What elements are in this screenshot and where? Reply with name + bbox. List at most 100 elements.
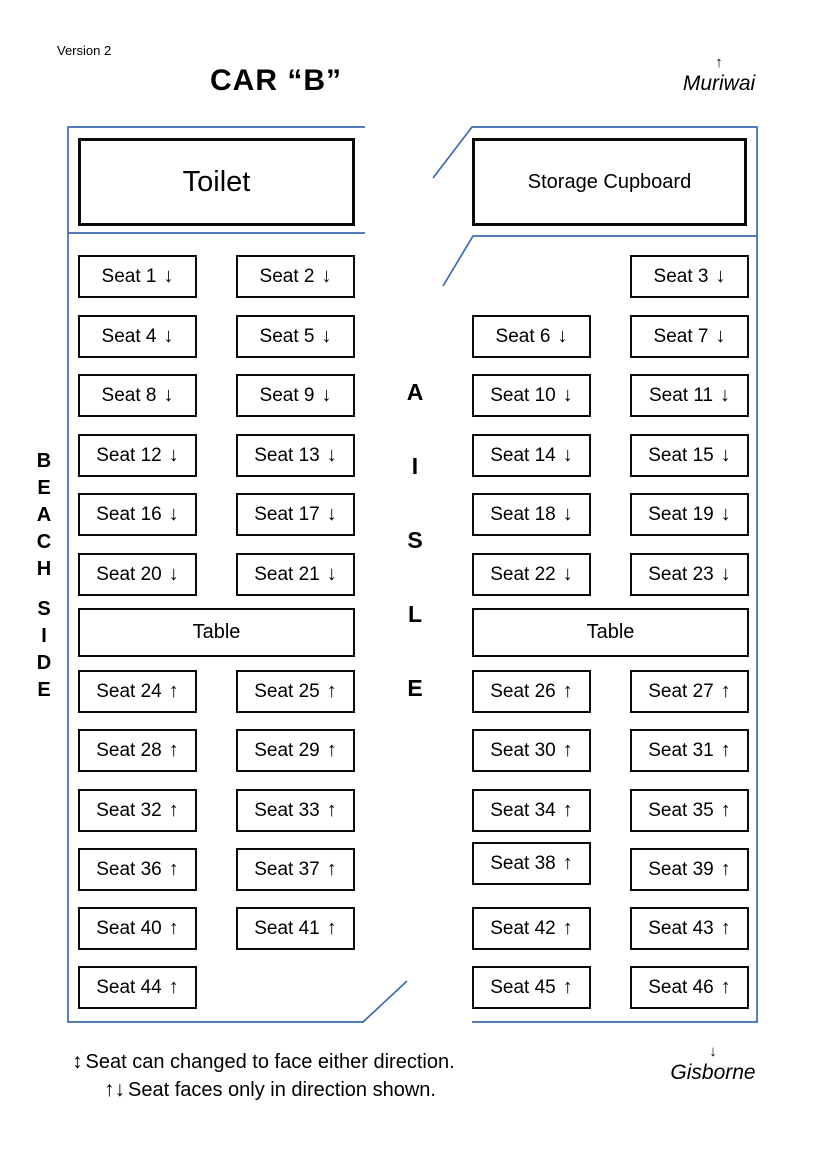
seat-box-32: Seat 32↑: [78, 789, 197, 832]
down-arrow-icon: ↓: [720, 563, 731, 585]
seat-box-3: Seat 3↓: [630, 255, 749, 298]
up-arrow-icon: ↑: [168, 858, 179, 880]
seat-label: Seat 13: [254, 444, 320, 466]
seat-label: Seat 3: [653, 265, 709, 287]
muriwai-label: Muriwai: [682, 71, 756, 95]
table-label: Table: [192, 621, 241, 643]
table-box-right: Table: [472, 608, 749, 657]
up-arrow-icon: ↑: [326, 917, 337, 939]
seat-label: Seat 25: [254, 680, 320, 702]
seat-label: Seat 36: [96, 858, 162, 880]
down-arrow-icon: ↓: [168, 444, 179, 466]
seat-box-25: Seat 25 ↑: [236, 670, 355, 713]
seat-box-26: Seat 26 ↑: [472, 670, 591, 713]
storage-cupboard-label: Storage Cupboard: [527, 170, 692, 193]
seat-label: Seat 31: [648, 739, 714, 761]
seat-label: Seat 38: [490, 852, 556, 874]
seat-box-17: Seat 17 ↓: [236, 493, 355, 536]
seat-box-30: Seat 30↑: [472, 729, 591, 772]
seat-label: Seat 30: [490, 739, 556, 761]
seat-box-13: Seat 13 ↓: [236, 434, 355, 477]
letter: H: [36, 558, 52, 580]
down-arrow-icon: ↓: [168, 563, 179, 585]
seat-box-19: Seat 19↓: [630, 493, 749, 536]
seat-box-4: Seat 4↓: [78, 315, 197, 358]
up-and-down-arrows-icon: ↑↓: [104, 1078, 125, 1101]
down-arrow-icon: ↓: [715, 325, 726, 347]
letter: A: [406, 379, 424, 405]
up-arrow-icon: ↑: [168, 739, 179, 761]
letter: I: [411, 453, 419, 479]
up-arrow-icon: ↑: [720, 739, 731, 761]
up-arrow-icon: ↑: [562, 852, 573, 874]
letter: C: [36, 531, 52, 553]
seat-box-29: Seat 29↑: [236, 729, 355, 772]
seat-box-24: Seat 24↑: [78, 670, 197, 713]
seat-box-41: Seat 41↑: [236, 907, 355, 950]
seat-box-37: Seat 37↑: [236, 848, 355, 891]
seat-box-46: Seat 46↑: [630, 966, 749, 1009]
up-arrow-icon: ↑: [326, 799, 337, 821]
seat-box-18: Seat 18 ↓: [472, 493, 591, 536]
seat-label: Seat 20: [96, 563, 162, 585]
seat-box-38: Seat 38 ↑: [472, 842, 591, 885]
letter: A: [36, 504, 52, 526]
seat-label: Seat 7: [653, 325, 709, 347]
seat-box-6: Seat 6 ↓: [472, 315, 591, 358]
up-arrow-icon: ↑: [168, 799, 179, 821]
seat-label: Seat 46: [648, 976, 714, 998]
toilet-box: Toilet: [78, 138, 355, 226]
up-arrow-icon: ↑: [720, 680, 731, 702]
storage-cupboard-box: Storage Cupboard: [472, 138, 747, 226]
seat-label: Seat 6: [495, 325, 551, 347]
seat-box-2: Seat 2 ↓: [236, 255, 355, 298]
letter: E: [37, 679, 51, 701]
legend-text-1: Seat can changed to face either directio…: [85, 1051, 455, 1073]
down-arrow-icon: ↓: [326, 503, 337, 525]
seat-box-9: Seat 9↓: [236, 374, 355, 417]
seat-label: Seat 17: [254, 503, 320, 525]
seat-label: Seat 18: [490, 503, 556, 525]
seat-label: Seat 43: [648, 917, 714, 939]
seat-box-22: Seat 22↓: [472, 553, 591, 596]
seat-box-35: Seat 35↑: [630, 789, 749, 832]
seat-label: Seat 34: [490, 799, 556, 821]
seat-label: Seat 24: [96, 680, 162, 702]
seat-label: Seat 26: [490, 680, 556, 702]
down-arrow-icon: ↓: [557, 325, 568, 347]
seat-box-1: Seat 1↓: [78, 255, 197, 298]
seat-label: Seat 21: [254, 563, 320, 585]
down-arrow-icon: ↓: [326, 444, 337, 466]
seat-label: Seat 27: [648, 680, 714, 702]
down-arrow-icon: ↓: [720, 384, 731, 406]
up-arrow-icon: ↑: [326, 739, 337, 761]
up-arrow-icon: ↑: [326, 680, 337, 702]
down-arrow-icon: ↓: [562, 503, 573, 525]
seat-label: Seat 19: [648, 503, 714, 525]
seat-box-16: Seat 16↓: [78, 493, 197, 536]
seat-box-39: Seat 39↑: [630, 848, 749, 891]
letter: D: [36, 652, 52, 674]
seat-label: Seat 14: [490, 444, 556, 466]
seat-label: Seat 10: [490, 384, 556, 406]
up-arrow-icon: ↑: [720, 917, 731, 939]
seat-label: Seat 2: [259, 265, 315, 287]
seat-box-20: Seat 20 ↓: [78, 553, 197, 596]
direction-muriwai: ↑ Muriwai: [644, 54, 794, 95]
seat-box-14: Seat 14 ↓: [472, 434, 591, 477]
seat-box-10: Seat 10↓: [472, 374, 591, 417]
down-arrow-icon: ↓: [321, 265, 332, 287]
up-arrow-icon: ↑: [168, 976, 179, 998]
legend-line-1: ↕Seat can changed to face either directi…: [72, 1048, 455, 1076]
seat-box-11: Seat 11↓: [630, 374, 749, 417]
seat-label: Seat 35: [648, 799, 714, 821]
seat-box-45: Seat 45↑: [472, 966, 591, 1009]
down-arrow-icon: ↓: [562, 444, 573, 466]
seat-box-33: Seat 33↑: [236, 789, 355, 832]
down-arrow-icon: ↓: [709, 1043, 717, 1060]
seat-box-27: Seat 27 ↑: [630, 670, 749, 713]
up-arrow-icon: ↑: [562, 680, 573, 702]
